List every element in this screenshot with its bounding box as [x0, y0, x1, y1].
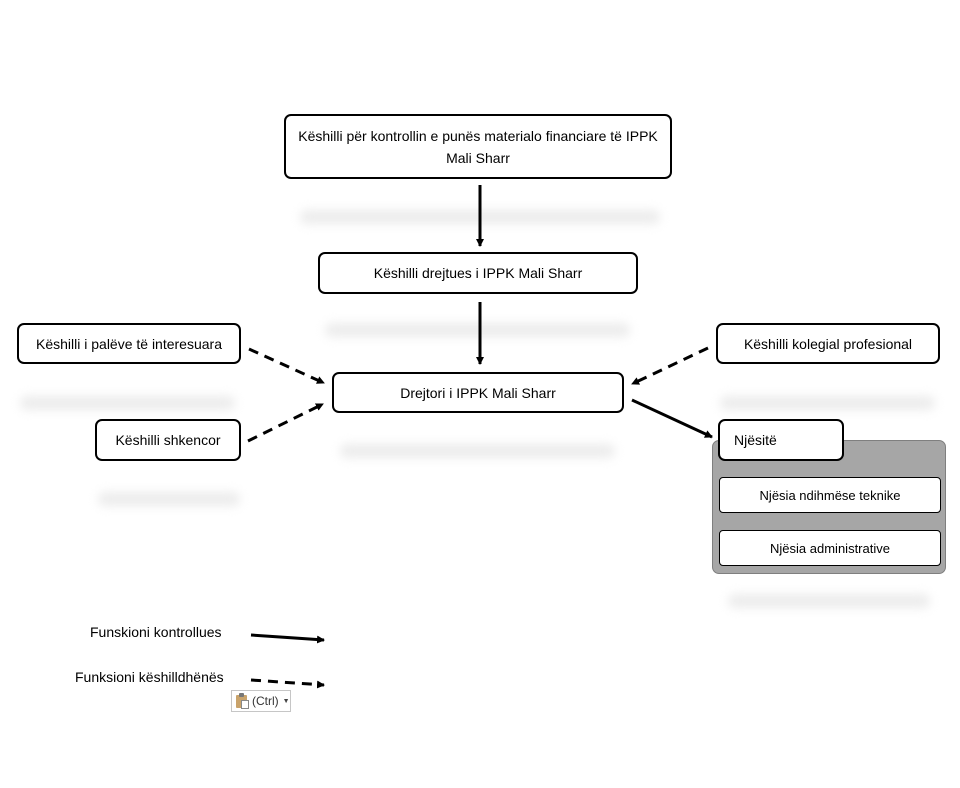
arrow-collegial-to-director [631, 346, 709, 386]
scientific-council-label: Këshilli shkencor [115, 432, 221, 448]
administrative-unit-box: Njësia administrative [719, 530, 941, 566]
collegial-council-label: Këshilli kolegial profesional [743, 335, 913, 352]
chevron-down-icon: ▼ [282, 697, 290, 705]
steering-council-box: Këshilli drejtues i IPPK Mali Sharr [318, 252, 638, 294]
shadow-stakeholders [20, 396, 235, 410]
shadow-steering-council [325, 323, 630, 337]
legend-control-function: Funskioni kontrollues [90, 624, 222, 640]
administrative-unit-label: Njësia administrative [770, 540, 890, 556]
scientific-council-box: Këshilli shkencor [95, 419, 241, 461]
arrow-director-to-units [631, 398, 713, 439]
legend-dashed-arrow [250, 678, 325, 689]
arrow-stakeholders-to-director [248, 347, 325, 385]
top-council-label: Këshilli për kontrollin e punës material… [298, 127, 658, 166]
units-label: Njësitë [734, 432, 777, 448]
shadow-collegial [720, 396, 935, 410]
paste-options-button[interactable]: (Ctrl) ▼ [231, 690, 291, 712]
steering-council-label: Këshilli drejtues i IPPK Mali Sharr [373, 265, 583, 281]
collegial-council-box: Këshilli kolegial profesional [716, 323, 940, 364]
shadow-units-group [728, 594, 930, 608]
paste-options-label: (Ctrl) [252, 694, 279, 708]
units-box: Njësitë [718, 419, 844, 461]
clipboard-icon [235, 693, 249, 709]
legend-solid-arrow [250, 633, 325, 644]
technical-support-unit-box: Njësia ndihmëse teknike [719, 477, 941, 513]
stakeholders-council-box: Këshilli i palëve të interesuara [17, 323, 241, 364]
shadow-director [340, 444, 615, 458]
director-label: Drejtori i IPPK Mali Sharr [400, 384, 556, 401]
top-council-box: Këshilli për kontrollin e punës material… [284, 114, 672, 179]
arrow-scientific-to-director [247, 402, 324, 443]
stakeholders-council-label: Këshilli i palëve të interesuara [36, 335, 222, 352]
technical-support-unit-label: Njësia ndihmëse teknike [759, 487, 901, 503]
director-box: Drejtori i IPPK Mali Sharr [332, 372, 624, 413]
legend-advisory-function: Funksioni këshilldhënës [75, 669, 224, 685]
shadow-scientific [98, 492, 240, 506]
